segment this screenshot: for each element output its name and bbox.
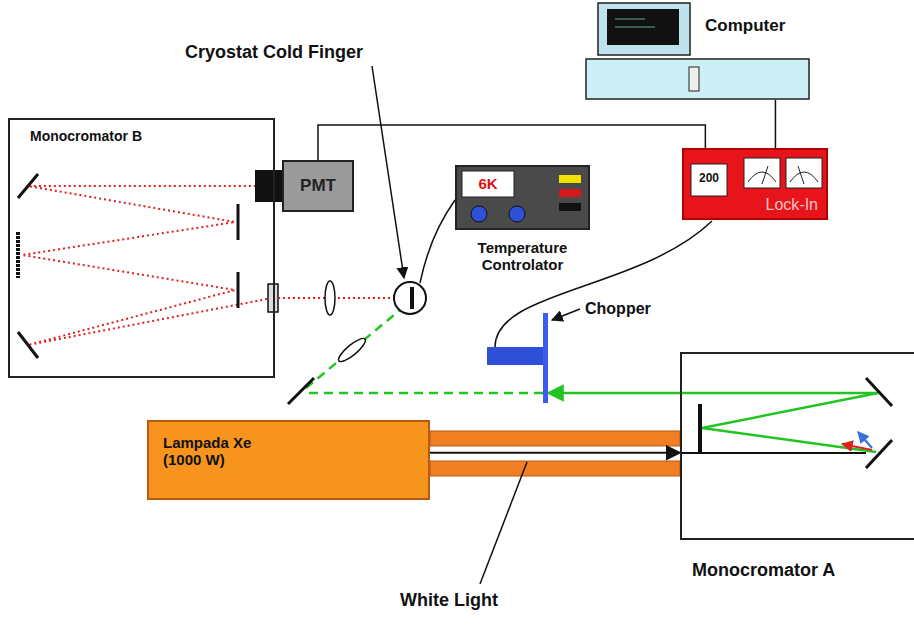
connector (318, 125, 705, 160)
node-caption: Temperature Controlator (457, 239, 588, 274)
cryostat-leader (372, 66, 404, 278)
node-caption: Lock-In (766, 196, 818, 214)
computer: Computer (585, 3, 810, 100)
temperature-controller-illustration (457, 167, 592, 232)
mirror (18, 332, 38, 358)
cable (420, 200, 455, 283)
green-beam (702, 428, 876, 452)
red-beam (22, 186, 272, 345)
connector (775, 100, 777, 148)
part-label: White Light (400, 590, 498, 611)
lens (336, 335, 368, 365)
node-text: 6K (462, 175, 514, 192)
green-beam (306, 392, 543, 395)
cryostat (394, 282, 426, 314)
node-text: PMT (284, 176, 352, 196)
light-guide (430, 461, 680, 476)
connector (430, 452, 680, 454)
mirror (866, 378, 892, 406)
pmt-box: PMT (282, 160, 354, 212)
node-text: Lampada Xe (1000 W) (163, 434, 283, 469)
node-text: Monocromator B (30, 128, 142, 144)
lens (325, 281, 335, 315)
entrance-slit (268, 284, 278, 312)
grating (698, 404, 702, 452)
white-light-leader (480, 462, 527, 584)
mirror (288, 378, 314, 404)
mirror (18, 174, 38, 198)
green-beam (548, 392, 878, 395)
part-label: Chopper (585, 300, 651, 318)
monochromator-box: Monocromator B (8, 118, 275, 378)
blue-ray (858, 432, 872, 448)
temperature-controller: 6KTemperature Controlator (455, 165, 590, 230)
xenon-lamp: Lampada Xe (1000 W) (147, 420, 430, 500)
mirror (237, 204, 240, 240)
chopper-leader (552, 309, 580, 320)
green-beam (306, 310, 400, 388)
lock-in-amplifier: 200Lock-In (682, 148, 828, 220)
mirror (237, 272, 240, 308)
node-text: Computer (705, 16, 785, 36)
node-text: Monocromator A (692, 560, 835, 581)
part-label: Cryostat Cold Finger (185, 42, 363, 63)
red-ray (842, 444, 872, 450)
cold-finger (410, 287, 414, 309)
red-beam (278, 297, 396, 299)
node-text: 200 (691, 172, 727, 186)
grating (16, 232, 20, 278)
monochromator-box: Monocromator A (680, 352, 914, 540)
chopper-motor (487, 347, 543, 365)
green-beam (702, 393, 878, 428)
light-guide (430, 431, 680, 446)
white-light-beam (682, 452, 866, 454)
chopper-blade (543, 313, 548, 403)
pmt-mount (255, 170, 283, 202)
